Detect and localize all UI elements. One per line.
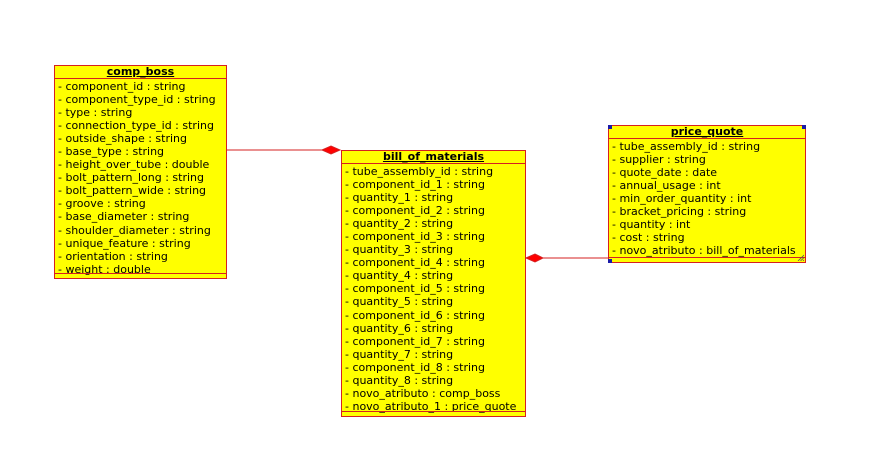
attribute-list: - tube_assembly_id : string- component_i…: [342, 164, 525, 413]
operations-compartment: [342, 411, 525, 412]
class-attribute[interactable]: - novo_atributo : comp_boss: [345, 386, 501, 400]
class-attribute[interactable]: - quantity_6 : string: [345, 321, 454, 335]
class-attribute[interactable]: - groove : string: [58, 197, 146, 211]
class-attribute[interactable]: - weight : double: [58, 262, 151, 276]
class-attribute[interactable]: - unique_feature : string: [58, 236, 191, 250]
selection-handle-top-right[interactable]: [802, 125, 806, 129]
operations-compartment: [609, 257, 805, 258]
class-attribute[interactable]: - component_id_7 : string: [345, 334, 486, 348]
class-attribute[interactable]: - height_over_tube : double: [58, 158, 210, 172]
class-attribute[interactable]: - bracket_pricing : string: [612, 205, 747, 219]
class-attribute[interactable]: - tube_assembly_id : string: [345, 165, 494, 178]
class-attribute[interactable]: - component_id_2 : string: [345, 204, 486, 218]
class-attribute[interactable]: - annual_usage : int: [612, 179, 721, 193]
class-attribute[interactable]: - bolt_pattern_long : string: [58, 171, 204, 185]
class-attribute[interactable]: - shoulder_diameter : string: [58, 223, 211, 237]
class-attribute[interactable]: - novo_atributo : bill_of_materials: [612, 244, 796, 258]
class-attribute[interactable]: - min_order_quantity : int: [612, 192, 752, 206]
class-attribute[interactable]: - outside_shape : string: [58, 132, 187, 146]
class-title: bill_of_materials: [342, 151, 525, 164]
class-attribute[interactable]: - base_diameter : string: [58, 210, 190, 224]
class-attribute[interactable]: - quantity : int: [612, 218, 691, 232]
class-attribute[interactable]: - component_id_8 : string: [345, 360, 486, 374]
class-attribute[interactable]: - component_id_1 : string: [345, 178, 486, 192]
class-attribute[interactable]: - quantity_1 : string: [345, 191, 454, 205]
selection-handle-bottom-left[interactable]: [608, 259, 612, 263]
link-comp-boss-to-bill-of-materials[interactable]: [227, 145, 342, 155]
class-attribute[interactable]: - supplier : string: [612, 153, 706, 167]
class-attribute[interactable]: - bolt_pattern_wide : string: [58, 184, 207, 198]
class-price-quote[interactable]: price_quote - tube_assembly_id : string-…: [608, 125, 806, 263]
operations-compartment: [55, 273, 226, 274]
composition-diamond-icon: [320, 145, 342, 155]
class-bill-of-materials[interactable]: bill_of_materials - tube_assembly_id : s…: [341, 150, 526, 417]
class-attribute[interactable]: - quantity_8 : string: [345, 373, 454, 387]
class-attribute[interactable]: - base_type : string: [58, 145, 165, 159]
class-attribute[interactable]: - quantity_2 : string: [345, 217, 454, 231]
class-attribute[interactable]: - type : string: [58, 106, 133, 120]
class-attribute[interactable]: - quantity_5 : string: [345, 295, 454, 309]
link-price-quote-to-bill-of-materials[interactable]: [524, 253, 610, 263]
class-attribute[interactable]: - tube_assembly_id : string: [612, 140, 761, 153]
class-attribute[interactable]: - component_id_3 : string: [345, 230, 486, 244]
class-comp-boss[interactable]: comp_boss - component_id : string- compo…: [54, 65, 227, 279]
selection-handle-top-left[interactable]: [608, 125, 612, 129]
class-attribute[interactable]: - component_id_6 : string: [345, 308, 486, 322]
class-attribute[interactable]: - cost : string: [612, 231, 685, 245]
resize-grip-icon[interactable]: [797, 254, 804, 261]
class-attribute[interactable]: - quote_date : date: [612, 166, 718, 180]
class-attribute[interactable]: - quantity_4 : string: [345, 269, 454, 283]
composition-diamond-icon: [524, 253, 545, 263]
class-title: price_quote: [609, 126, 805, 139]
class-attribute[interactable]: - component_id_5 : string: [345, 282, 486, 296]
class-attribute[interactable]: - novo_atributo_1 : price_quote: [345, 399, 517, 413]
class-attribute[interactable]: - orientation : string: [58, 249, 168, 263]
class-title: comp_boss: [55, 66, 226, 79]
class-attribute[interactable]: - connection_type_id : string: [58, 119, 214, 133]
class-attribute[interactable]: - quantity_3 : string: [345, 243, 454, 257]
attribute-list: - component_id : string- component_type_…: [55, 79, 226, 276]
class-attribute[interactable]: - component_id : string: [58, 80, 186, 93]
class-attribute[interactable]: - component_type_id : string: [58, 93, 216, 107]
class-attribute[interactable]: - component_id_4 : string: [345, 256, 486, 270]
attribute-list: - tube_assembly_id : string- supplier : …: [609, 139, 805, 257]
class-attribute[interactable]: - quantity_7 : string: [345, 347, 454, 361]
